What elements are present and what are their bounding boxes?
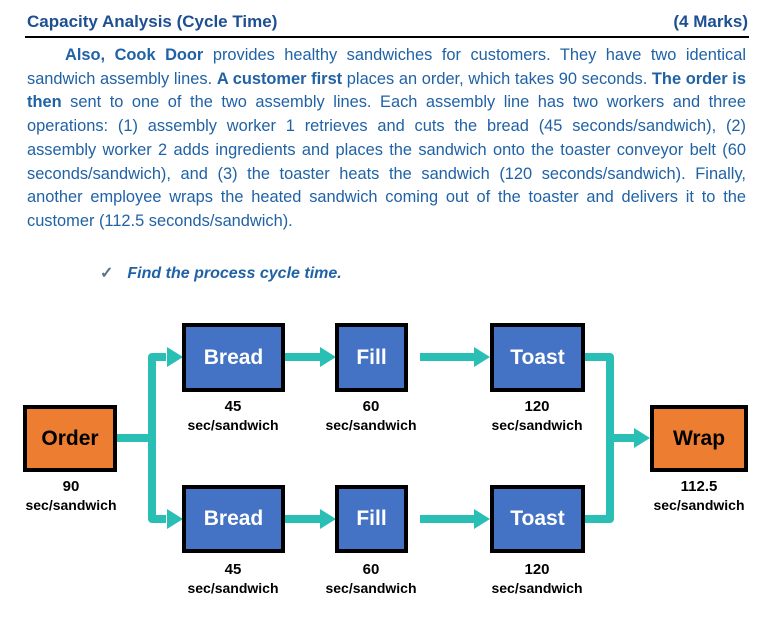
- time-unit: sec/sandwich: [187, 580, 279, 596]
- node-time-label: 45 sec/sandwich: [158, 398, 308, 434]
- time-value: 60: [362, 398, 380, 415]
- time-value: 60: [362, 561, 380, 578]
- time-value: 112.5: [680, 478, 718, 495]
- node-label: Fill: [356, 507, 387, 530]
- problem-text-segment: Also, Cook Door: [65, 46, 204, 64]
- node-fill-line2: Fill: [335, 485, 408, 553]
- time-unit: sec/sandwich: [653, 497, 745, 513]
- node-label: Bread: [203, 345, 264, 369]
- time-value: 120: [524, 398, 550, 415]
- node-bread-line2: Bread: [182, 485, 285, 553]
- node-bread-line1: Bread: [182, 323, 285, 392]
- time-value: 45: [224, 398, 242, 415]
- arrowhead-bread-top: [167, 347, 183, 367]
- time-unit: sec/sandwich: [325, 580, 417, 596]
- node-label: Toast: [510, 345, 565, 369]
- time-unit: sec/sandwich: [25, 497, 117, 513]
- marks-label: (4 Marks): [673, 12, 748, 31]
- node-label: Wrap: [672, 426, 726, 450]
- node-label: Toast: [510, 507, 565, 530]
- problem-text-segment: A customer first: [216, 69, 343, 88]
- problem-text-segment: sent to one of the two assembly lines. E…: [27, 93, 746, 230]
- node-time-label: 120 sec/sandwich: [462, 398, 612, 434]
- arrowhead-toast-top: [474, 347, 490, 367]
- time-value: 45: [224, 561, 242, 578]
- node-toast-line1: Toast: [490, 323, 585, 392]
- node-label: Fill: [356, 345, 387, 369]
- connector-merge-right: [585, 353, 614, 523]
- node-time-label: 120 sec/sandwich: [462, 561, 612, 597]
- task-item: ✓ Find the process cycle time.: [27, 263, 342, 283]
- arrowhead-wrap: [634, 428, 650, 448]
- document-header: Capacity Analysis (Cycle Time) (4 Marks): [27, 12, 748, 32]
- node-time-label: 60 sec/sandwich: [296, 561, 446, 597]
- node-time-label: 90 sec/sandwich: [0, 478, 146, 514]
- time-unit: sec/sandwich: [325, 417, 417, 433]
- connector-split-left: [148, 353, 166, 523]
- node-label: Order: [41, 426, 99, 450]
- node-time-label: 112.5 sec/sandwich: [624, 478, 772, 514]
- arrowhead-bread-bottom: [167, 509, 183, 529]
- arrowhead-fill-top: [320, 347, 336, 367]
- time-unit: sec/sandwich: [491, 417, 583, 433]
- section-title: Capacity Analysis (Cycle Time): [27, 12, 278, 31]
- header-divider: [25, 36, 749, 38]
- time-value: 120: [524, 561, 550, 578]
- node-order: Order: [23, 405, 117, 472]
- time-unit: sec/sandwich: [491, 580, 583, 596]
- node-wrap: Wrap: [650, 405, 748, 472]
- problem-text-segment: provides healthy sandwiches for customer…: [27, 46, 746, 88]
- problem-text-segment: The order is then: [27, 69, 746, 112]
- node-time-label: 60 sec/sandwich: [296, 398, 446, 434]
- node-label: Bread: [203, 507, 264, 530]
- node-fill-line1: Fill: [335, 323, 408, 392]
- time-value: 90: [62, 478, 80, 495]
- process-flow-diagram: Order 90 sec/sandwich Bread 45 sec/sandw…: [0, 300, 772, 618]
- problem-statement: Also, Cook Door provides healthy sandwic…: [27, 44, 746, 234]
- node-toast-line2: Toast: [490, 485, 585, 553]
- time-unit: sec/sandwich: [187, 417, 279, 433]
- arrowhead-fill-bottom: [320, 509, 336, 529]
- checkmark-icon: ✓: [100, 265, 114, 282]
- flow-connectors: [114, 347, 650, 529]
- problem-text-segment: places an order, which takes 90 seconds.: [342, 69, 652, 88]
- node-time-label: 45 sec/sandwich: [158, 561, 308, 597]
- arrowhead-toast-bottom: [474, 509, 490, 529]
- task-text: Find the process cycle time.: [127, 265, 342, 282]
